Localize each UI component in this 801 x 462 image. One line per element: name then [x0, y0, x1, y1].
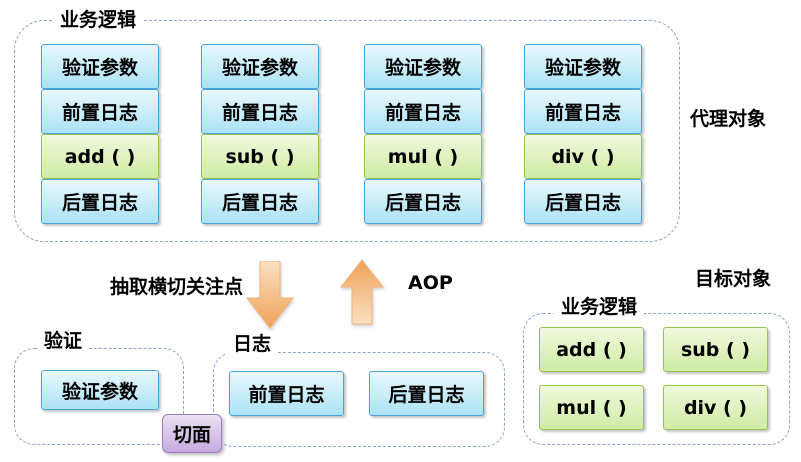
- post-log-cell: 后置日志: [364, 179, 482, 224]
- post-log-cell: 后置日志: [524, 179, 642, 224]
- proxy-object-label: 代理对象: [690, 108, 767, 130]
- target-group-label: 业务逻辑: [554, 295, 645, 319]
- validation-group-label: 验证: [37, 329, 90, 353]
- mul-method-box: mul ( ): [539, 385, 644, 430]
- target-object-label: 目标对象: [695, 268, 772, 290]
- div-method-box: div ( ): [663, 385, 768, 430]
- proxy-group-label: 业务逻辑: [53, 8, 144, 32]
- validate-params-box: 验证参数: [41, 370, 159, 410]
- pre-log-cell: 前置日志: [364, 89, 482, 134]
- proxy-business-logic-group: 业务逻辑 验证参数 前置日志 add ( ) 后置日志 验证参数 前置日志 su…: [14, 8, 680, 242]
- post-log-box: 后置日志: [369, 371, 484, 416]
- proxy-column-add: 验证参数 前置日志 add ( ) 后置日志: [41, 44, 159, 224]
- sub-method-box: sub ( ): [663, 327, 768, 372]
- validation-group: 验证 验证参数: [14, 329, 184, 445]
- method-cell: sub ( ): [201, 134, 319, 179]
- method-cell: add ( ): [41, 134, 159, 179]
- post-log-cell: 后置日志: [201, 179, 319, 224]
- aop-label: AOP: [408, 272, 453, 294]
- validate-params-cell: 验证参数: [364, 44, 482, 89]
- validate-params-cell: 验证参数: [41, 44, 159, 89]
- validate-params-cell: 验证参数: [201, 44, 319, 89]
- pre-log-cell: 前置日志: [201, 89, 319, 134]
- up-arrow-icon: [340, 259, 384, 325]
- extract-crosscut-label: 抽取横切关注点: [110, 276, 244, 298]
- proxy-column-div: 验证参数 前置日志 div ( ) 后置日志: [524, 44, 642, 224]
- post-log-cell: 后置日志: [41, 179, 159, 224]
- proxy-column-sub: 验证参数 前置日志 sub ( ) 后置日志: [201, 44, 319, 224]
- target-business-logic-group: 业务逻辑 add ( ) sub ( ) mul ( ) div ( ): [523, 295, 790, 445]
- log-group: 日志 前置日志 后置日志: [213, 332, 505, 447]
- aspect-box: 切面: [162, 414, 222, 453]
- method-cell: div ( ): [524, 134, 642, 179]
- validate-params-cell: 验证参数: [524, 44, 642, 89]
- pre-log-cell: 前置日志: [524, 89, 642, 134]
- down-arrow-icon: [246, 261, 294, 329]
- add-method-box: add ( ): [539, 327, 644, 372]
- method-cell: mul ( ): [364, 134, 482, 179]
- proxy-column-mul: 验证参数 前置日志 mul ( ) 后置日志: [364, 44, 482, 224]
- pre-log-cell: 前置日志: [41, 89, 159, 134]
- pre-log-box: 前置日志: [229, 371, 344, 416]
- log-group-label: 日志: [226, 332, 279, 356]
